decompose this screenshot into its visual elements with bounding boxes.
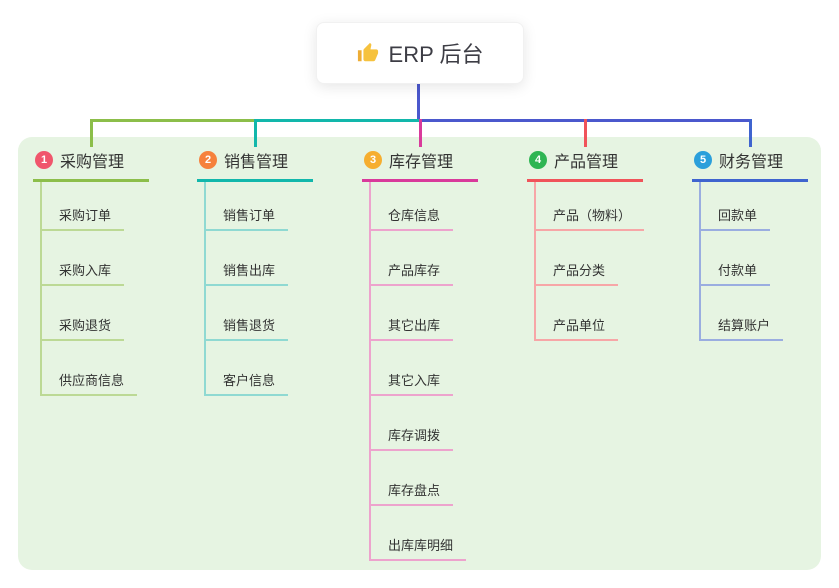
branch-children: 仓库信息产品库存其它出库其它入库库存调拨库存盘点出库库明细	[369, 182, 478, 561]
branch-drop-line-4	[584, 119, 587, 147]
child-node[interactable]: 回款单	[701, 182, 771, 231]
branch-header-2[interactable]: 2 销售管理	[197, 146, 313, 182]
branch-title: 采购管理	[60, 154, 125, 171]
child-node[interactable]: 采购订单	[42, 182, 125, 231]
child-node[interactable]: 产品库存	[371, 231, 454, 286]
branch-title: 财务管理	[719, 154, 784, 171]
child-node[interactable]: 库存盘点	[371, 451, 454, 506]
branch-children: 产品（物料）产品分类产品单位	[534, 182, 645, 341]
child-node[interactable]: 产品（物料）	[536, 182, 645, 231]
branch-number-badge: 4	[529, 151, 547, 169]
branch-header-1[interactable]: 1 采购管理	[33, 146, 149, 182]
branches-panel	[18, 137, 821, 570]
connector-segment-green	[90, 119, 254, 122]
branch-title: 销售管理	[224, 154, 289, 171]
branch-4: 4 产品管理产品（物料）产品分类产品单位	[527, 146, 645, 341]
child-node[interactable]: 其它入库	[371, 341, 454, 396]
child-node[interactable]: 出库库明细	[371, 506, 467, 561]
root-label: ERP 后台	[388, 42, 484, 67]
branch-drop-line-3	[419, 119, 422, 147]
branch-number-badge: 3	[364, 151, 382, 169]
branch-children: 回款单付款单结算账户	[699, 182, 808, 341]
child-node[interactable]: 采购入库	[42, 231, 125, 286]
branch-header-3[interactable]: 3 库存管理	[362, 146, 478, 182]
child-node[interactable]: 销售出库	[206, 231, 289, 286]
root-trunk-line	[417, 82, 420, 121]
child-node[interactable]: 库存调拨	[371, 396, 454, 451]
branch-number-badge: 1	[35, 151, 53, 169]
branch-5: 5 财务管理回款单付款单结算账户	[692, 146, 808, 341]
branch-1: 1 采购管理采购订单采购入库采购退货供应商信息	[33, 146, 149, 396]
branch-drop-line-2	[254, 119, 257, 147]
child-node[interactable]: 结算账户	[701, 286, 784, 341]
child-node[interactable]: 客户信息	[206, 341, 289, 396]
child-node[interactable]: 销售订单	[206, 182, 289, 231]
child-node[interactable]: 产品分类	[536, 231, 619, 286]
branch-3: 3 库存管理仓库信息产品库存其它出库其它入库库存调拨库存盘点出库库明细	[362, 146, 478, 561]
branch-children: 采购订单采购入库采购退货供应商信息	[40, 182, 149, 396]
child-node[interactable]: 产品单位	[536, 286, 619, 341]
child-node[interactable]: 采购退货	[42, 286, 125, 341]
branch-drop-line-1	[90, 119, 93, 147]
child-node[interactable]: 付款单	[701, 231, 771, 286]
branch-children: 销售订单销售出库销售退货客户信息	[204, 182, 313, 396]
branch-2: 2 销售管理销售订单销售出库销售退货客户信息	[197, 146, 313, 396]
thumb-hand	[362, 42, 378, 62]
thumbs-up-icon	[357, 42, 379, 64]
child-node[interactable]: 销售退货	[206, 286, 289, 341]
connector-segment-teal	[254, 119, 419, 122]
branch-drop-line-5	[749, 119, 752, 147]
child-node[interactable]: 其它出库	[371, 286, 454, 341]
branch-header-4[interactable]: 4 产品管理	[527, 146, 643, 182]
branch-header-5[interactable]: 5 财务管理	[692, 146, 808, 182]
root-node[interactable]: ERP 后台	[316, 22, 524, 84]
thumb-sleeve	[357, 50, 362, 62]
child-node[interactable]: 供应商信息	[42, 341, 138, 396]
child-node[interactable]: 仓库信息	[371, 182, 454, 231]
branch-title: 产品管理	[554, 154, 619, 171]
branch-title: 库存管理	[389, 154, 454, 171]
branch-number-badge: 2	[199, 151, 217, 169]
branch-number-badge: 5	[694, 151, 712, 169]
